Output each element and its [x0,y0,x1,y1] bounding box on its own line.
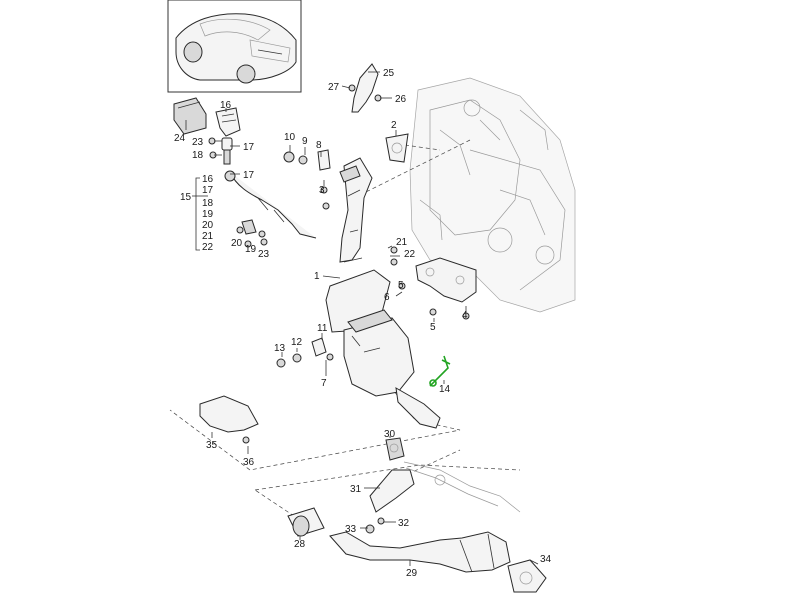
callout-8: 8 [316,140,322,151]
callout-21a: 21 [202,231,214,242]
callout-12: 12 [291,337,303,348]
fasteners-rear [365,517,385,534]
car-thumbnail [167,0,302,93]
callout-19a: 19 [202,209,214,220]
callout-30: 30 [384,429,396,440]
catalytic-converter-1 [325,157,391,333]
callout-3: 3 [319,185,325,196]
callout-20a: 20 [202,220,214,231]
fasteners-lower-left [276,337,334,368]
fasteners-4 [390,246,470,320]
callout-10: 10 [284,132,296,143]
callout-17c: 17 [202,185,214,196]
callout-21b: 21 [396,237,408,248]
callout-13: 13 [274,343,286,354]
callout-4: 4 [462,310,468,321]
callout-9: 9 [302,136,308,147]
callout-11: 11 [317,323,328,334]
callout-34: 34 [540,554,552,565]
callout-16a: 16 [220,100,232,111]
bracket-25 [348,63,382,113]
callout-16b: 16 [202,174,214,185]
callout-7: 7 [321,378,327,389]
fasteners-left [208,137,268,248]
callout-17b: 17 [243,170,255,181]
hanger-30 [385,437,405,461]
tailpipe-29 [329,531,511,573]
rear-muffler-28 [287,507,325,537]
callout-26: 26 [395,94,407,105]
callout-23b: 23 [258,249,270,260]
callout-18a: 18 [192,150,204,161]
callout-1: 1 [314,271,320,282]
sensor-17a [221,137,233,165]
callout-19b: 19 [245,244,257,255]
callout-27: 27 [328,82,340,93]
callout-31: 31 [350,484,362,495]
callout-25: 25 [383,68,395,79]
callout-15: 15 [180,192,192,203]
callout-18b: 18 [202,198,214,209]
callout-20b: 20 [231,238,243,249]
callout-24: 24 [174,133,186,144]
sensor-line-15 [224,170,317,239]
transmission-housing [409,77,576,313]
gasket-2 [385,133,409,163]
car-thumbnail-icon [175,13,297,84]
middle-silencer [343,309,441,429]
bracket-4 [415,257,477,303]
callout-35: 35 [206,440,218,451]
rear-cable-harness [403,461,521,513]
callout-33: 33 [345,524,357,535]
callout-6: 6 [384,292,390,303]
hanger-bracket-31 [369,469,415,513]
callout-29: 29 [406,568,418,579]
callout-28: 28 [294,539,306,550]
callout-23a: 23 [192,137,204,148]
callout-22a: 22 [202,242,214,253]
sensor-bracket-16 [215,107,241,137]
leader-lines [185,71,539,566]
callout-5b: 5 [430,322,436,333]
control-unit-24 [173,97,207,135]
callout-labels: 1 2 3 4 5 5 6 7 8 9 10 11 12 13 14 15 16… [174,68,552,579]
callout-14: 14 [439,384,451,395]
bracket-35 [199,395,259,444]
callout-5a: 5 [398,280,404,291]
callout-2: 2 [391,120,397,131]
oxygen-sensor-14 [429,355,451,387]
callout-17a: 17 [243,142,255,153]
callout-22b: 22 [404,249,416,260]
fasteners-center [283,149,331,210]
gasket-34 [507,559,547,593]
callout-32: 32 [398,518,410,529]
callout-36: 36 [243,457,255,468]
